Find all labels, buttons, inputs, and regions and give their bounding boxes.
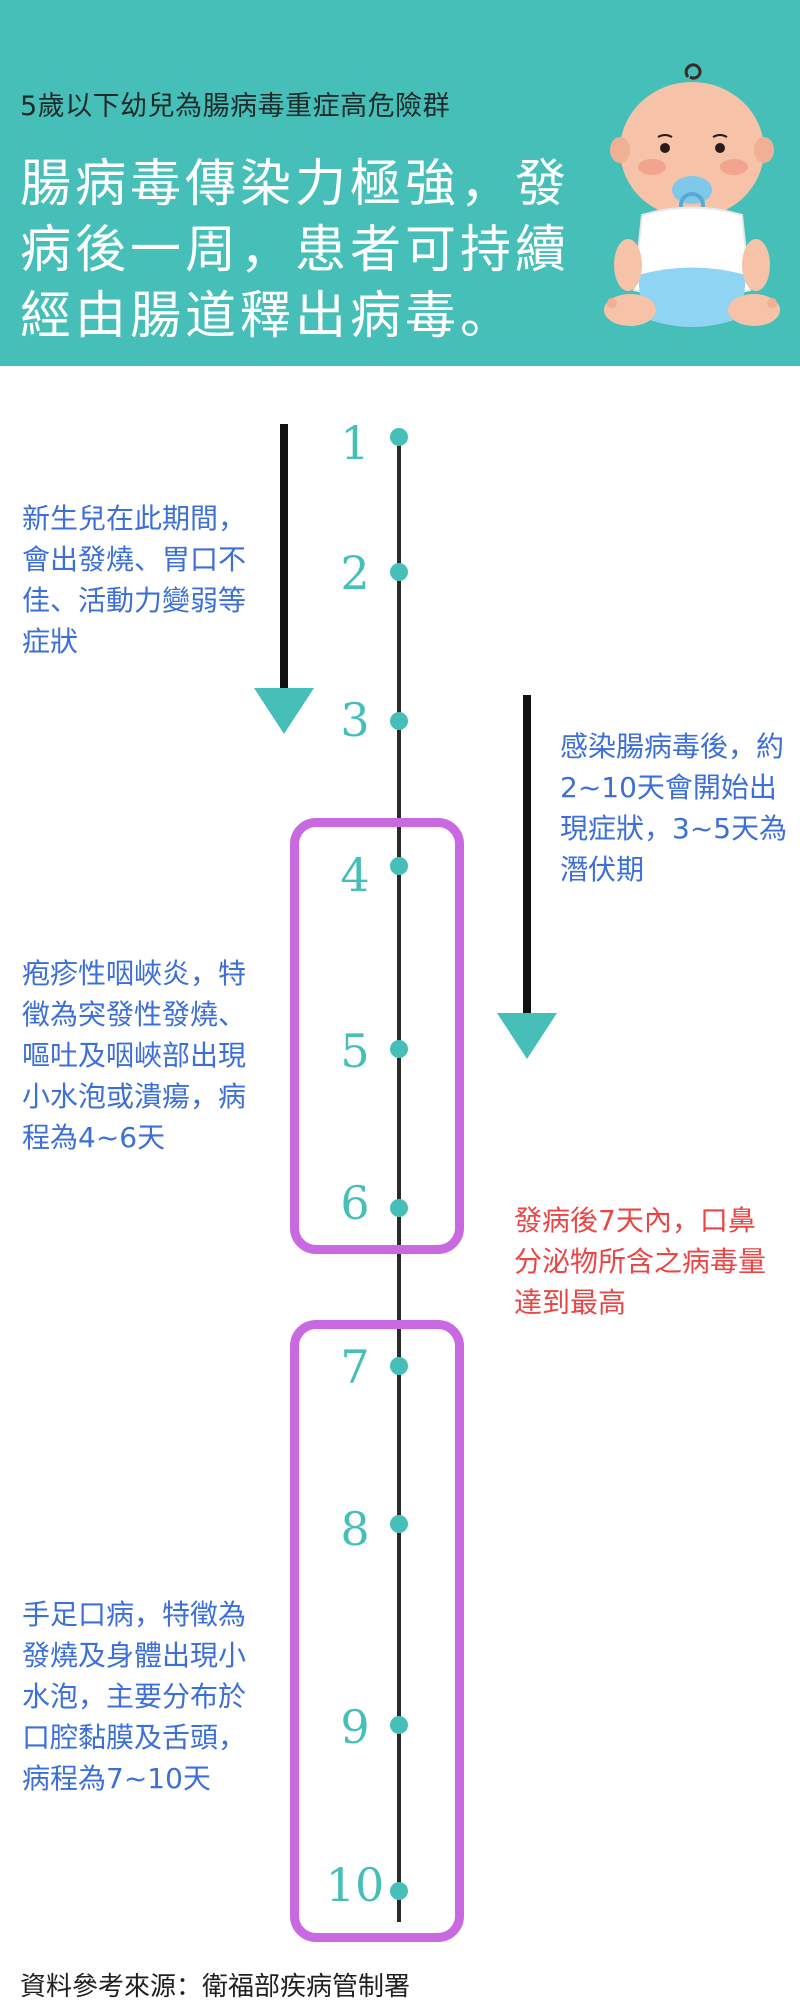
- day-number-1: 1: [340, 416, 370, 470]
- down-arrow-incubation: [497, 695, 557, 1059]
- source-citation: 資料參考來源：衛福部疾病管制署: [20, 1972, 411, 2002]
- timeline-dot: [390, 1199, 408, 1217]
- day-number-4: 4: [340, 848, 370, 902]
- down-arrow-newborn: [254, 424, 314, 734]
- day-number-3: 3: [340, 693, 370, 747]
- note-herpangina: 疱疹性咽峽炎，特徵為突發性發燒、嘔吐及咽峽部出現小水泡或潰瘍，病程為4~6天: [22, 957, 247, 1154]
- note-incubation-period: 感染腸病毒後，約2~10天會開始出現症狀，3~5天為潛伏期: [560, 730, 788, 886]
- header-headline: 腸病毒傳染力極強，發病後一周，患者可持續經由腸道釋出病毒。: [20, 155, 571, 346]
- day-number-8: 8: [340, 1502, 370, 1556]
- baby-illustration: [604, 63, 780, 327]
- day-number-5: 5: [340, 1024, 370, 1078]
- header-banner: 5歲以下幼兒為腸病毒重症高危險群 腸病毒傳染力極強，發病後一周，患者可持續經由腸…: [0, 0, 800, 366]
- day-number-10: 10: [325, 1858, 385, 1912]
- timeline-dot: [390, 563, 408, 581]
- day-number-6: 6: [340, 1176, 370, 1230]
- timeline-dot: [390, 1040, 408, 1058]
- timeline-dot: [390, 857, 408, 875]
- note-hand-foot-mouth: 手足口病，特徵為發燒及身體出現小水泡，主要分布於口腔黏膜及舌頭，病程為7~10天: [22, 1598, 247, 1795]
- timeline-dot: [390, 428, 408, 446]
- range-box-days-7-10: [290, 1320, 464, 1942]
- timeline-dot: [390, 1515, 408, 1533]
- note-viral-peak: 發病後7天內，口鼻分泌物所含之病毒量達到最高: [514, 1204, 767, 1319]
- header-subtitle: 5歲以下幼兒為腸病毒重症高危險群: [20, 91, 451, 122]
- timeline-axis: [397, 432, 401, 1922]
- timeline-dot: [390, 712, 408, 730]
- day-number-9: 9: [340, 1700, 370, 1754]
- timeline-dot: [390, 1716, 408, 1734]
- day-number-2: 2: [340, 546, 370, 600]
- note-newborn-symptoms: 新生兒在此期間，會出發燒、胃口不佳、活動力變弱等症狀: [22, 502, 247, 658]
- timeline-dot: [390, 1882, 408, 1900]
- timeline-dot: [390, 1357, 408, 1375]
- range-box-days-4-6: [290, 818, 464, 1254]
- day-number-7: 7: [340, 1340, 370, 1394]
